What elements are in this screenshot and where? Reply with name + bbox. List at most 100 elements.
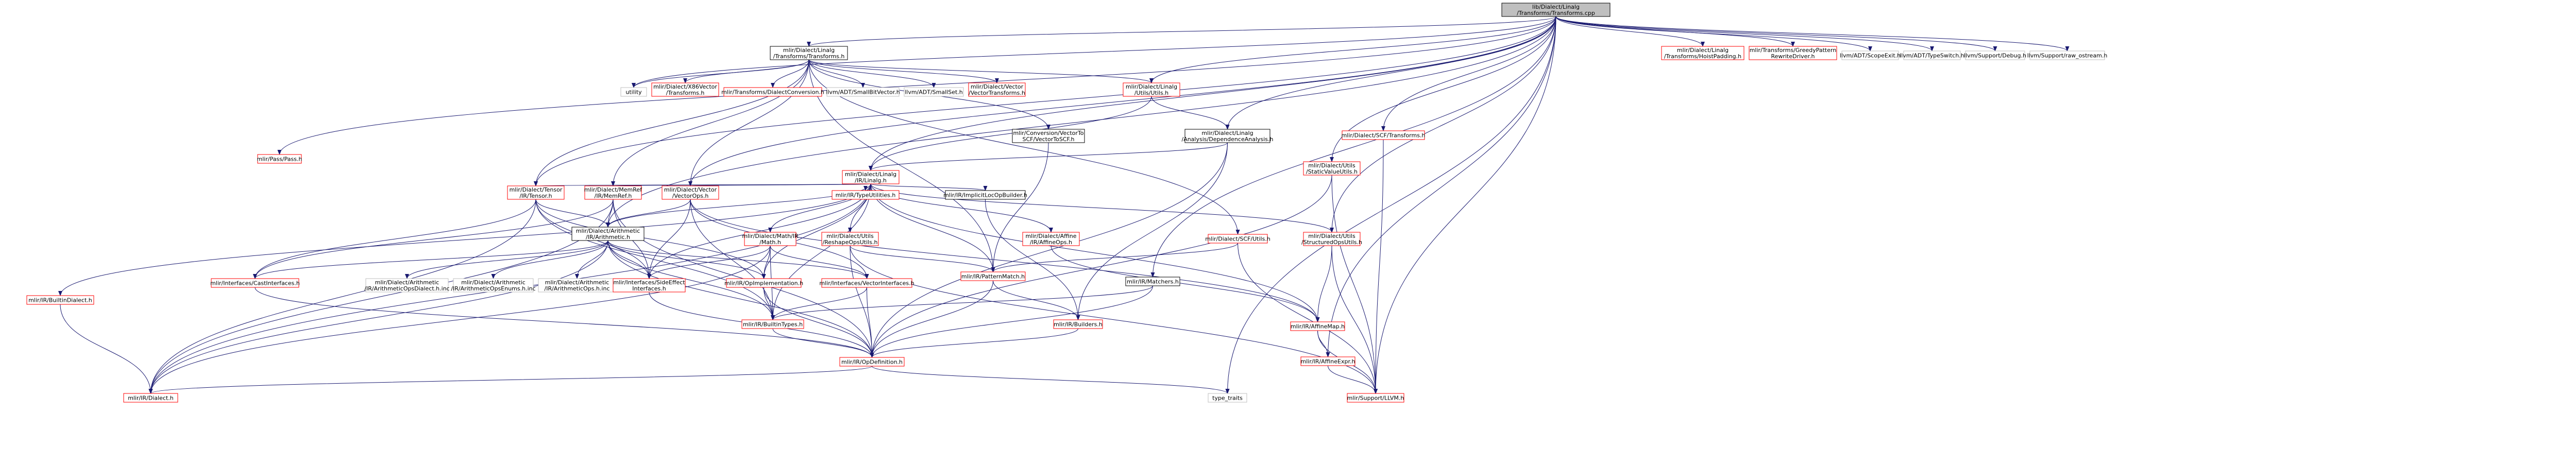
edge-structops-to-llvm bbox=[1331, 245, 1378, 394]
node-label: /VectorTransforms.h bbox=[969, 90, 1025, 96]
edge-root-to-tensor bbox=[534, 16, 1556, 186]
node-label: mlir/IR/OpImplementation.h bbox=[724, 280, 803, 287]
edge-vecops-to-sideeffect bbox=[647, 199, 691, 279]
node-label: mlir/IR/OpDefinition.h bbox=[841, 359, 903, 366]
node-box bbox=[365, 278, 449, 293]
edge-matchers-to-builtintypes bbox=[771, 285, 1153, 320]
node-box bbox=[620, 87, 647, 97]
edge-root-to-rawostream bbox=[1555, 16, 2070, 51]
node-label: mlir/Dialect/Utils bbox=[1308, 233, 1355, 239]
edge-root-to-utility bbox=[632, 16, 1556, 88]
node-scfutils[interactable]: mlir/Dialect/SCF/Utils.h bbox=[1205, 234, 1270, 244]
node-label: mlir/Dialect/Linalg bbox=[1677, 47, 1728, 54]
node-rawostream[interactable]: llvm/Support/raw_ostream.h bbox=[2027, 50, 2108, 60]
node-utility[interactable]: utility bbox=[620, 87, 647, 97]
node-arithopsinc[interactable]: mlir/Dialect/Arithmetic/IR/ArithmeticOps… bbox=[538, 278, 616, 293]
node-label: /Transforms/Transforms.cpp bbox=[1517, 10, 1595, 16]
node-opdef[interactable]: mlir/IR/OpDefinition.h bbox=[839, 357, 905, 367]
node-box bbox=[1749, 46, 1837, 60]
node-scopeexit[interactable]: llvm/ADT/ScopeExit.h bbox=[1840, 50, 1901, 60]
node-opimpl[interactable]: mlir/IR/OpImplementation.h bbox=[724, 278, 803, 288]
node-smallbitvec[interactable]: llvm/ADT/SmallBitVector.h bbox=[826, 87, 900, 97]
node-label: /IR/ArithmeticOps.h.inc bbox=[545, 285, 610, 292]
node-label: mlir/Interfaces/SideEffect bbox=[613, 279, 685, 286]
node-typeutil[interactable]: mlir/IR/TypeUtilities.h bbox=[832, 190, 900, 200]
edge-linutils-to-depana bbox=[1151, 96, 1230, 130]
node-affineexpr[interactable]: mlir/IR/AffineExpr.h bbox=[1300, 356, 1355, 366]
edge-vecops-to-arith bbox=[606, 199, 691, 228]
node-debug[interactable]: llvm/Support/Debug.h bbox=[1964, 50, 2026, 60]
node-arithenumsinc[interactable]: mlir/Dialect/Arithmetic/IR/ArithmeticOps… bbox=[451, 278, 536, 293]
node-box bbox=[1347, 393, 1404, 403]
node-arith[interactable]: mlir/Dialect/Arithmetic/IR/Arithmetic.h bbox=[571, 227, 645, 241]
node-box bbox=[960, 271, 1026, 281]
node-greedy[interactable]: mlir/Transforms/GreedyPatternRewriteDriv… bbox=[1749, 46, 1837, 60]
node-typetraits[interactable]: type_traits bbox=[1208, 393, 1247, 403]
node-tr_h[interactable]: mlir/Dialect/Linalg/Transforms/Transform… bbox=[770, 46, 848, 60]
node-label: mlir/Dialect/Utils bbox=[826, 233, 874, 239]
node-staticval[interactable]: mlir/Dialect/Utils/StaticValueUtils.h bbox=[1303, 161, 1361, 176]
node-builtintypes[interactable]: mlir/IR/BuiltinTypes.h bbox=[741, 319, 804, 329]
edge-root-to-vecops bbox=[688, 16, 1556, 186]
edge-vecif-to-opdef bbox=[867, 287, 874, 358]
node-matchers[interactable]: mlir/IR/Matchers.h bbox=[1125, 277, 1180, 286]
node-x86vec[interactable]: mlir/Dialect/X86Vector/Transforms.h bbox=[651, 82, 719, 97]
edge-linalg_h-to-vecops bbox=[689, 181, 871, 186]
node-box bbox=[1053, 319, 1103, 329]
edge-depana-to-linalg_h bbox=[869, 142, 1228, 171]
node-box bbox=[1022, 232, 1080, 246]
node-castif[interactable]: mlir/Interfaces/CastInterfaces.h bbox=[210, 278, 300, 288]
node-linutils[interactable]: mlir/Dialect/Linalg/Utils/Utils.h bbox=[1123, 82, 1180, 97]
node-affinemap[interactable]: mlir/IR/AffineMap.h bbox=[1290, 321, 1345, 331]
node-depana[interactable]: mlir/Dialect/Linalg/Analysis/DependenceA… bbox=[1181, 129, 1274, 143]
node-affineops[interactable]: mlir/Dialect/Affine/IR/AffineOps.h bbox=[1022, 232, 1080, 246]
node-box bbox=[123, 393, 178, 403]
node-pass[interactable]: mlir/Pass/Pass.h bbox=[257, 154, 302, 164]
node-llvm[interactable]: mlir/Support/LLVM.h bbox=[1347, 393, 1404, 403]
edge-tr_h-to-x86vec bbox=[683, 59, 809, 83]
node-linalg_h[interactable]: mlir/Dialect/Linalg/IR/Linalg.h bbox=[842, 170, 900, 184]
node-vecops[interactable]: mlir/Dialect/Vector/VectorOps.h bbox=[662, 185, 719, 200]
node-implicit[interactable]: mlir/IR/ImplicitLocOpBuilder.h bbox=[943, 190, 1027, 200]
node-root[interactable]: lib/Dialect/Linalg/Transforms/Transforms… bbox=[1501, 3, 1611, 17]
node-box bbox=[723, 87, 822, 97]
node-vecif[interactable]: mlir/Interfaces/VectorInterfaces.h bbox=[819, 278, 914, 288]
node-label: /IR/ArithmeticOpsDialect.h.inc bbox=[364, 285, 449, 292]
node-reshape[interactable]: mlir/Dialect/Utils/ReshapeOpsUtils.h bbox=[821, 232, 879, 246]
node-patmatch[interactable]: mlir/IR/PatternMatch.h bbox=[960, 271, 1026, 281]
node-label: mlir/Dialect/Vector bbox=[664, 186, 717, 193]
node-box bbox=[584, 185, 642, 200]
node-hoist[interactable]: mlir/Dialect/Linalg/Transforms/HoistPadd… bbox=[1661, 46, 1744, 60]
node-scftr[interactable]: mlir/Dialect/SCF/Transforms.h bbox=[1342, 130, 1426, 140]
node-dialect[interactable]: mlir/IR/Dialect.h bbox=[123, 393, 178, 403]
edge-vecops-to-affinemap bbox=[690, 199, 1320, 322]
node-vec2scf[interactable]: mlir/Conversion/VectorToSCF/VectorToSCF.… bbox=[1012, 129, 1085, 143]
node-box bbox=[770, 46, 848, 60]
node-label: mlir/IR/PatternMatch.h bbox=[961, 273, 1025, 280]
edge-root-to-typeswitch bbox=[1555, 16, 1934, 51]
node-memref[interactable]: mlir/Dialect/MemRef/IR/MemRef.h bbox=[584, 185, 642, 200]
node-arithdialectinc[interactable]: mlir/Dialect/Arithmetic/IR/ArithmeticOps… bbox=[364, 278, 450, 293]
node-label: llvm/Support/raw_ostream.h bbox=[2027, 53, 2108, 59]
node-label: llvm/ADT/ScopeExit.h bbox=[1840, 53, 1901, 59]
edge-arith-to-opdef bbox=[607, 240, 874, 358]
node-label: mlir/Dialect/Linalg bbox=[1126, 83, 1177, 90]
node-box bbox=[26, 295, 94, 305]
node-smallset[interactable]: llvm/ADT/SmallSet.h bbox=[904, 87, 964, 97]
node-box bbox=[741, 319, 804, 329]
node-structops[interactable]: mlir/Dialect/Utils/StructuredOpsUtils.h bbox=[1301, 232, 1362, 246]
node-tensor[interactable]: mlir/Dialect/Tensor/IR/Tensor.h bbox=[507, 185, 565, 200]
node-builtindialect[interactable]: mlir/IR/BuiltinDialect.h bbox=[26, 295, 94, 305]
node-typeswitch[interactable]: llvm/ADT/TypeSwitch.h bbox=[1900, 50, 1964, 60]
node-vectr[interactable]: mlir/Dialect/Vector/VectorTransforms.h bbox=[968, 82, 1026, 97]
node-label: /ReshapeOpsUtils.h bbox=[823, 239, 878, 246]
node-dialconv[interactable]: mlir/Transforms/DialectConversion.h bbox=[721, 87, 824, 97]
node-builders[interactable]: mlir/IR/Builders.h bbox=[1053, 319, 1103, 329]
edge-depana-to-opdef bbox=[870, 142, 1228, 358]
node-box bbox=[821, 278, 912, 288]
node-label: mlir/IR/ImplicitLocOpBuilder.h bbox=[943, 192, 1027, 199]
node-label: mlir/Dialect/Vector bbox=[971, 83, 1024, 90]
node-math[interactable]: mlir/Dialect/Math/IR/Math.h bbox=[742, 232, 799, 246]
